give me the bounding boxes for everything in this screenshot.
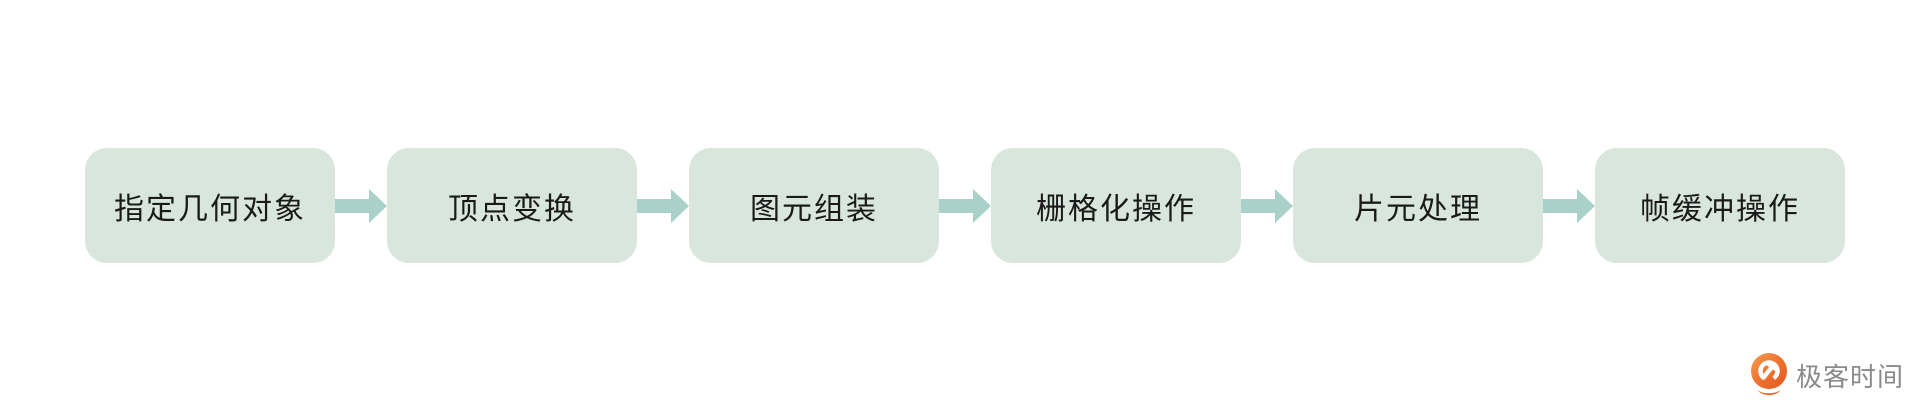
flow-step-fragment-processing: 片元处理 xyxy=(1293,148,1543,263)
flow-step-label: 片元处理 xyxy=(1354,192,1482,226)
arrow-right-icon xyxy=(1543,188,1595,223)
flow-step-framebuffer-ops: 帧缓冲操作 xyxy=(1595,148,1845,263)
flow-step-primitive-assembly: 图元组装 xyxy=(689,148,939,263)
flow-step-specify-geometry: 指定几何对象 xyxy=(85,148,335,263)
flow-step-label: 指定几何对象 xyxy=(114,192,306,226)
brand-logo: 极客时间 xyxy=(1749,352,1904,398)
arrow-right-icon xyxy=(335,188,387,223)
flow-step-rasterization: 栅格化操作 xyxy=(991,148,1241,263)
arrow-right-icon xyxy=(637,188,689,223)
arrow-right-icon xyxy=(939,188,991,223)
pipeline-flow: 指定几何对象 顶点变换 图元组装 栅格化操作 片元处理 xyxy=(85,148,1845,263)
flow-step-label: 栅格化操作 xyxy=(1036,192,1196,226)
arrow-right-icon xyxy=(1241,188,1293,223)
flow-step-label: 图元组装 xyxy=(750,192,878,226)
flow-step-vertex-transform: 顶点变换 xyxy=(387,148,637,263)
brand-name: 极客时间 xyxy=(1795,361,1904,392)
flow-step-label: 帧缓冲操作 xyxy=(1640,192,1800,226)
geektime-pin-icon xyxy=(1750,353,1787,396)
flow-step-label: 顶点变换 xyxy=(448,192,576,226)
